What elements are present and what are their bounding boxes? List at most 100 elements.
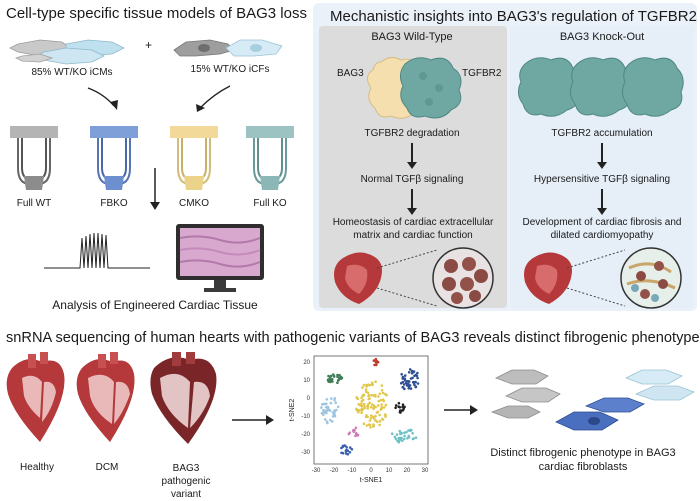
heart-label-bag3-variant: BAG3 pathogenic variant [161, 463, 211, 500]
tsne-point [403, 437, 406, 441]
tsne-point [325, 420, 329, 423]
tsne-point [357, 408, 361, 412]
tsne-point [334, 401, 337, 404]
tsne-point [374, 414, 377, 418]
tsne-point [372, 406, 375, 410]
tsne-point [333, 409, 336, 412]
microscopy-monitor-icon [176, 224, 264, 292]
tsne-point [368, 419, 372, 422]
tsne-point [367, 397, 370, 401]
tsne-point [403, 431, 406, 435]
tsne-point [355, 432, 358, 436]
tsne-point [374, 393, 377, 397]
tsne-point [371, 415, 375, 419]
protein-illustration [367, 56, 684, 119]
ko-step3: Development of cardiac fibrosis and dila… [522, 217, 682, 241]
tissue-model-full-wt [10, 126, 58, 190]
tsne-point [367, 393, 371, 397]
tsne-point [336, 405, 340, 409]
tsne-point [347, 432, 351, 436]
tsne-point [362, 422, 366, 425]
tsne-point [375, 411, 379, 414]
tsne-point [336, 381, 339, 384]
tsne-point [390, 432, 394, 435]
tsne-point [337, 378, 340, 382]
blue-fibroblast-icon [555, 397, 645, 431]
human-hearts-illustration [6, 352, 274, 444]
bag3-label: BAG3 [337, 68, 364, 79]
tsne-point [382, 406, 386, 409]
tsne-point [360, 404, 364, 408]
tsne-point [414, 380, 417, 384]
tsne-point [368, 383, 371, 387]
model-label-full-wt: Full WT [16, 198, 52, 209]
tsne-point [403, 387, 406, 391]
gray-fibroblast-icon [490, 369, 561, 419]
tissue-model-fbko [90, 126, 138, 190]
tissue-models-illustration [9, 39, 294, 292]
bag3-variant-heart-icon [150, 352, 217, 444]
tsne-point [330, 377, 334, 381]
tsne-point [398, 406, 402, 409]
tsne-point [381, 391, 385, 395]
ko-fibrosis-zoom-icon [620, 247, 682, 309]
tsne-point [330, 397, 333, 400]
tsne-point [361, 386, 364, 389]
tissue-model-full-ko [246, 126, 294, 190]
plus-sign: + [145, 38, 153, 52]
tsne-point [364, 388, 368, 391]
tsne-point [398, 429, 402, 433]
tsne-point [329, 374, 333, 378]
tsne-point [377, 395, 380, 398]
tsne-point [403, 434, 406, 438]
tsne-point [367, 402, 370, 406]
tsne-point [406, 379, 409, 383]
tsne-point [374, 405, 377, 409]
tsne-points [320, 357, 420, 456]
tsne-point [384, 413, 387, 416]
tsne-point [345, 446, 348, 449]
analysis-label: Analysis of Engineered Cardiac Tissue [52, 298, 258, 312]
tsne-point [403, 377, 407, 380]
wt-arrow-1 [407, 143, 417, 169]
tissue-model-cmko [170, 126, 218, 190]
heart-label-healthy: Healthy [20, 462, 54, 473]
tsne-point [407, 371, 411, 374]
tgfbr2-protein-icon [399, 57, 462, 119]
tsne-point [360, 411, 363, 414]
tsne-point [376, 404, 380, 407]
tsne-point [372, 359, 376, 362]
tsne-point [340, 376, 344, 380]
tsne-point [333, 414, 337, 418]
wt-heading: BAG3 Wild-Type [371, 31, 453, 43]
tsne-point [368, 423, 372, 427]
tsne-point [348, 451, 352, 454]
tsne-point [403, 374, 407, 377]
tsne-point [355, 407, 358, 411]
tsne-point [413, 383, 416, 387]
tsne-point [325, 398, 329, 401]
icf-label: 15% WT/KO iCFs [190, 64, 270, 75]
tsne-point [380, 384, 384, 387]
tsne-point [375, 420, 379, 424]
tsne-point [378, 392, 382, 396]
tsne-point [350, 448, 354, 451]
tsne-yticks: 20 10 0 -10 -20 -30 [301, 360, 310, 456]
tsne-point [379, 398, 383, 402]
heart-zoom-illustration [334, 247, 682, 309]
ko-heart-icon [524, 252, 572, 304]
tsne-point [411, 370, 415, 374]
tsne-point [402, 383, 406, 386]
tsne-point [372, 423, 375, 426]
tsne-point [394, 437, 398, 441]
tsne-point [364, 390, 368, 393]
tsne-xtick: 30 [422, 468, 429, 474]
tsne-point [340, 451, 343, 455]
tsne-point [374, 357, 378, 361]
tsne-point [322, 408, 325, 412]
tsne-point [375, 360, 379, 364]
tsne-point [369, 405, 373, 409]
tsne-ytick: -30 [301, 450, 310, 456]
tsne-point [320, 403, 324, 406]
tsne-point [410, 428, 413, 432]
